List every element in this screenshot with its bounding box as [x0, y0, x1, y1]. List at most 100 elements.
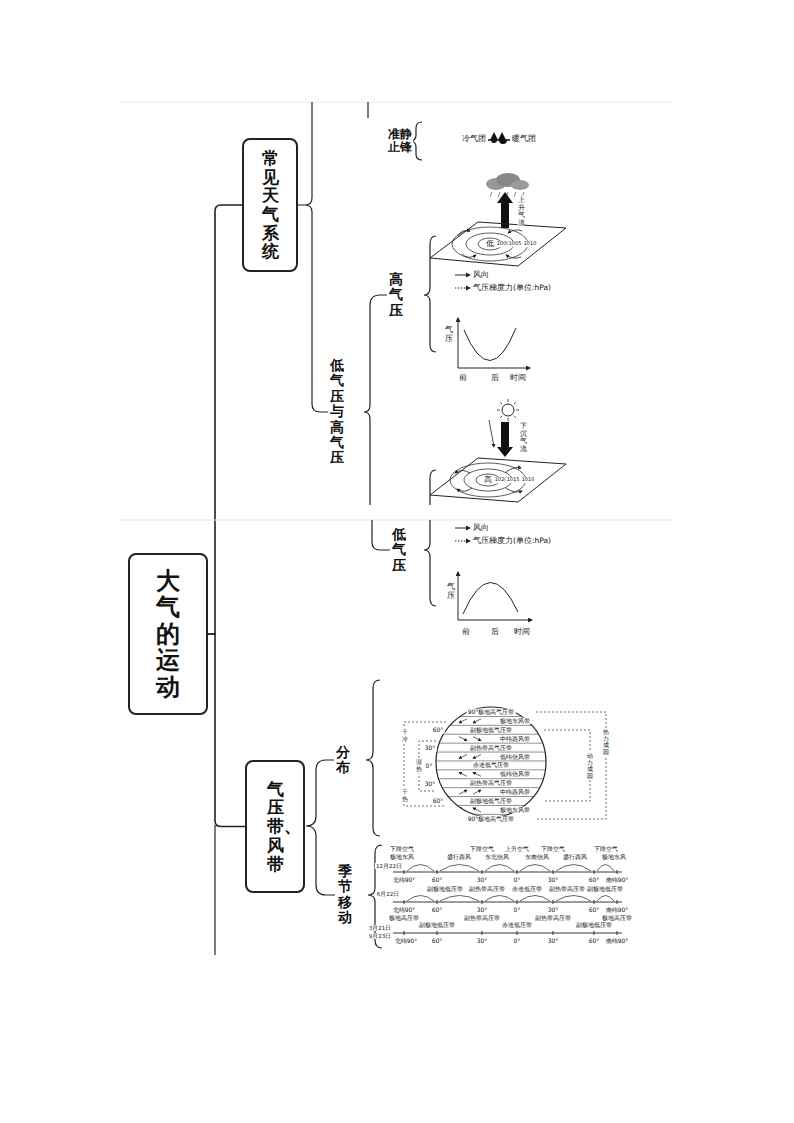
illustration-stroke: [517, 931, 518, 935]
figure-label: 副极地低气压带: [469, 727, 513, 734]
figure-label: 中纬西风带: [499, 735, 531, 742]
illustration-stroke: [393, 933, 622, 934]
figure-label: 60°: [431, 877, 444, 884]
illustration-stroke: [450, 463, 526, 497]
figure-label: 时间: [513, 628, 531, 637]
illustration-stroke: [404, 900, 405, 904]
illustration-stroke: [455, 275, 467, 276]
figure-label: 30°: [547, 938, 560, 945]
legend-sample: [455, 525, 471, 531]
illustration-stroke: [120, 102, 672, 520]
figure-label: 极地东风: [601, 854, 627, 861]
illustration-stroke: [556, 865, 591, 872]
figure-label: 1005: [508, 241, 523, 247]
branch-label: 季节移动: [338, 863, 352, 927]
illustration-stroke: [215, 102, 436, 955]
figure-label: 30°: [547, 907, 560, 914]
legend-sample: [455, 272, 471, 278]
illustration-stroke: [514, 416, 516, 418]
illustration-stroke: [393, 872, 622, 873]
figure-label: 气压: [447, 582, 455, 602]
figure-label: 60°: [431, 907, 444, 914]
illustration-stroke: [516, 410, 519, 411]
figure-label: 副极地低压带: [426, 886, 464, 893]
figure-label: 副极地低压带: [586, 886, 624, 893]
topic-text: 大气的运动: [156, 568, 180, 700]
figure-label: 南纬90°: [605, 938, 630, 945]
illustration-stroke: [520, 865, 550, 872]
figure-label: 60°: [588, 877, 601, 884]
illustration-stroke: [430, 769, 552, 770]
illustration-stroke: [455, 541, 467, 542]
figure-label: 副热带高气压带: [469, 744, 513, 751]
illustration-stroke: [488, 132, 510, 144]
figure-label: 副热带高压带: [534, 915, 572, 922]
illustration-stroke: [482, 931, 483, 935]
illustration-stroke: [404, 931, 405, 935]
illustration-stroke: [490, 132, 506, 140]
figure-label: 北纬90°: [392, 907, 417, 914]
legend-text: 风向: [473, 271, 489, 279]
illustration-stroke: [459, 737, 467, 741]
illustration-stroke: [440, 896, 479, 902]
figure-label: 副热带高压带: [548, 886, 586, 893]
figure-label: 前: [461, 628, 471, 637]
illustration-stroke: [462, 254, 476, 257]
figure-label: 北纬90°: [394, 938, 419, 945]
illustration-stroke: [517, 900, 518, 904]
illustration-stroke: [459, 790, 467, 794]
illustration-stroke: [617, 900, 618, 904]
figure-label: 副热带高气压带: [469, 780, 513, 787]
illustration-stroke: [459, 755, 467, 759]
illustration-stroke: [485, 865, 514, 872]
illustration-stroke: [457, 488, 472, 491]
figure-label: 下沉气流: [520, 422, 527, 455]
illustration-stroke: [594, 931, 595, 935]
illustration-stroke: [458, 230, 522, 258]
figure-label: 后: [490, 374, 500, 383]
figure-label: 0°: [513, 938, 522, 945]
figure-label: 湿热: [416, 758, 422, 773]
illustration-stroke: [436, 707, 546, 817]
figure-label: 东北信风: [484, 854, 510, 861]
illustration-stroke: [440, 865, 479, 872]
legend-sample: [455, 285, 471, 291]
branch-label: 低气压: [392, 526, 406, 574]
figure-label: 下降空气: [593, 846, 619, 853]
illustration-stroke: [214, 825, 215, 955]
figure-label: 下降空气: [389, 846, 415, 853]
illustration-stroke: [366, 680, 380, 836]
illustration-stroke: [489, 420, 494, 447]
illustration-stroke: [553, 870, 554, 874]
illustration-stroke: [506, 255, 521, 258]
illustration-stroke: [458, 231, 470, 236]
figure-label: 3月21日: [368, 925, 393, 931]
topic-text: 气压带、风带: [267, 780, 284, 873]
figure-label: 前: [458, 374, 468, 383]
illustration-stroke: [556, 896, 591, 902]
root-topic-box: 大气的运动: [128, 553, 208, 715]
illustration-stroke: [466, 539, 471, 544]
figure-label: 90°极地高气压带: [467, 709, 516, 716]
topic-box: 气压带、风带: [245, 760, 305, 893]
figure-label: 30°: [424, 781, 437, 788]
illustration-stroke: [407, 865, 434, 872]
figure-label: 60°: [588, 938, 601, 945]
illustration-stroke: [430, 787, 552, 788]
illustration-stroke: [482, 900, 483, 904]
illustration-stroke: [364, 295, 387, 505]
illustration-stroke: [473, 772, 481, 776]
figure-label: 0°: [425, 763, 434, 770]
illustration-stroke: [430, 222, 566, 266]
branch-label: 低气压与高气压: [330, 357, 344, 467]
illustration-stroke: [508, 418, 509, 421]
legend-text: 风向: [473, 524, 489, 532]
illustration-stroke: [459, 772, 467, 776]
illustration-stroke: [458, 572, 459, 620]
illustration-stroke: [497, 410, 500, 411]
figure-label: 时间: [509, 374, 527, 383]
illustration-stroke: [298, 102, 328, 412]
illustration-stroke: [466, 526, 471, 531]
figure-label: 极地东风: [389, 854, 415, 861]
illustration-stroke: [393, 865, 622, 936]
